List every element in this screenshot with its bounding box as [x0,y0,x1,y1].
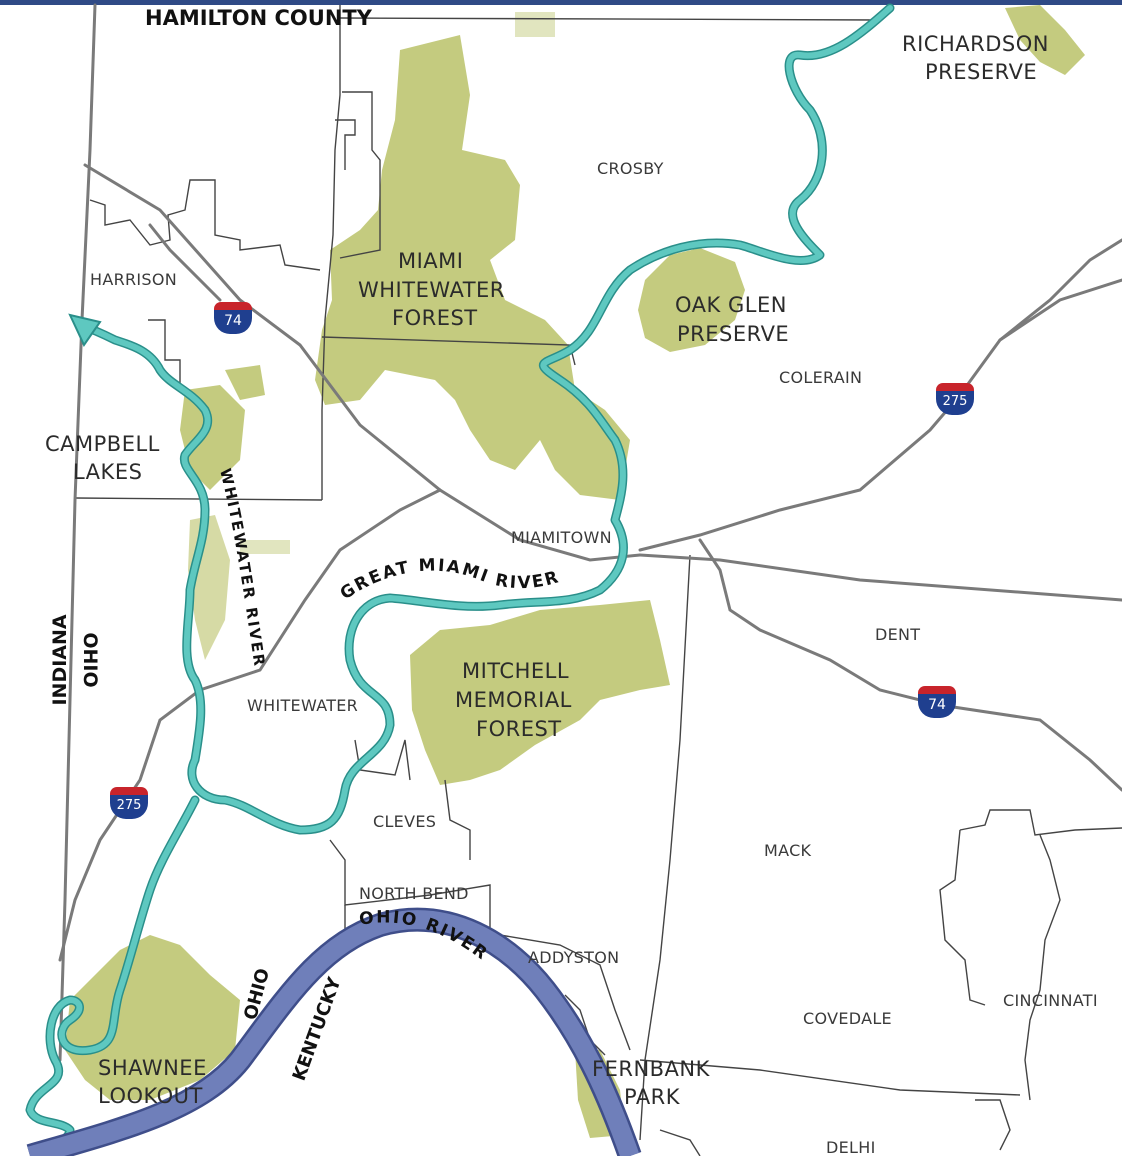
road-us52 [638,553,1122,602]
shield-number: 74 [918,694,956,718]
shield-top [918,686,956,694]
addyston-label: ADDYSTON [528,948,620,967]
road-i74-west [83,163,642,562]
park-campbell [180,385,245,490]
park-miami-whitewater [315,35,630,500]
ohio-state-label: OHIO [78,632,101,688]
park-mitchell [410,600,670,785]
colerain-label: COLERAIN [779,368,863,387]
oak-glen-label-1: OAK GLEN [675,293,787,317]
mitchell-label-1: MITCHELL [462,659,570,683]
richardson-label-2: PRESERVE [925,60,1038,84]
shield-number: 74 [214,310,252,334]
rivers-teal [27,5,893,1156]
shield-number: 275 [110,795,148,819]
boundaries [74,5,1122,1156]
cleves-label: CLEVES [373,812,437,831]
miami-ww-label-3: FOREST [392,306,478,330]
crosby-label: CROSBY [597,159,664,178]
miamitown-label: MIAMITOWN [511,528,612,547]
shield-top [936,383,974,391]
shield-number: 275 [936,391,974,415]
miami-ww-label-2: WHITEWATER [358,278,505,302]
fernbank-label-2: PARK [624,1085,681,1109]
shield-top [214,302,252,310]
mitchell-label-2: MEMORIAL [455,688,572,712]
park-oak-glen [638,248,745,352]
park-areas [65,5,1085,1138]
great-miami-river-label: GREAT MIAMI RIVER [337,556,562,605]
top-border [0,0,1122,5]
campbell-label-1: CAMPBELL [45,432,160,456]
delhi-label: DELHI [826,1138,876,1156]
ohio-river-fill [27,910,639,1156]
road-i74-east [698,538,1122,792]
i74-shield-east: 74 [918,686,956,720]
oak-glen-label-2: PRESERVE [677,322,790,346]
fernbank-label-1: FERNBANK [592,1057,710,1081]
park-harrison-small [225,365,265,400]
road-i275-north [638,278,1122,552]
shield-top [110,787,148,795]
park-richardson [1005,5,1085,75]
mack-label: MACK [764,841,812,860]
campbell-label-2: LAKES [73,460,143,484]
river-arrow-icon [68,313,102,347]
i74-shield-north: 74 [214,302,252,336]
harrison-label: HARRISON [90,270,178,289]
miami-ww-label-1: MIAMI [398,249,464,273]
park-top-small [515,12,555,37]
i275-shield-north: 275 [936,383,974,417]
i275-shield-south: 275 [110,787,148,821]
park-ww-small [240,540,290,554]
shawnee-label-1: SHAWNEE [98,1056,207,1080]
mitchell-label-3: FOREST [476,717,562,741]
hamilton-county-label: HAMILTON COUNTY [145,6,372,30]
whitewater-label: WHITEWATER [247,696,359,715]
covedale-label: COVEDALE [803,1009,892,1028]
cincinnati-label: CINCINNATI [1003,991,1098,1010]
indiana-label: INDIANA [49,614,72,706]
whitewater-river-lower [27,797,198,1156]
dent-label: DENT [875,625,921,644]
park-shawnee [65,935,240,1100]
shawnee-label-2: LOOKOUT [98,1084,203,1108]
richardson-label-1: RICHARDSON [902,32,1049,56]
road-state-line [58,3,97,1062]
road-harrison [148,223,222,302]
north-bend-label: NORTH BEND [359,884,469,903]
great-miami-river [77,5,893,833]
road-colerain [998,238,1122,342]
